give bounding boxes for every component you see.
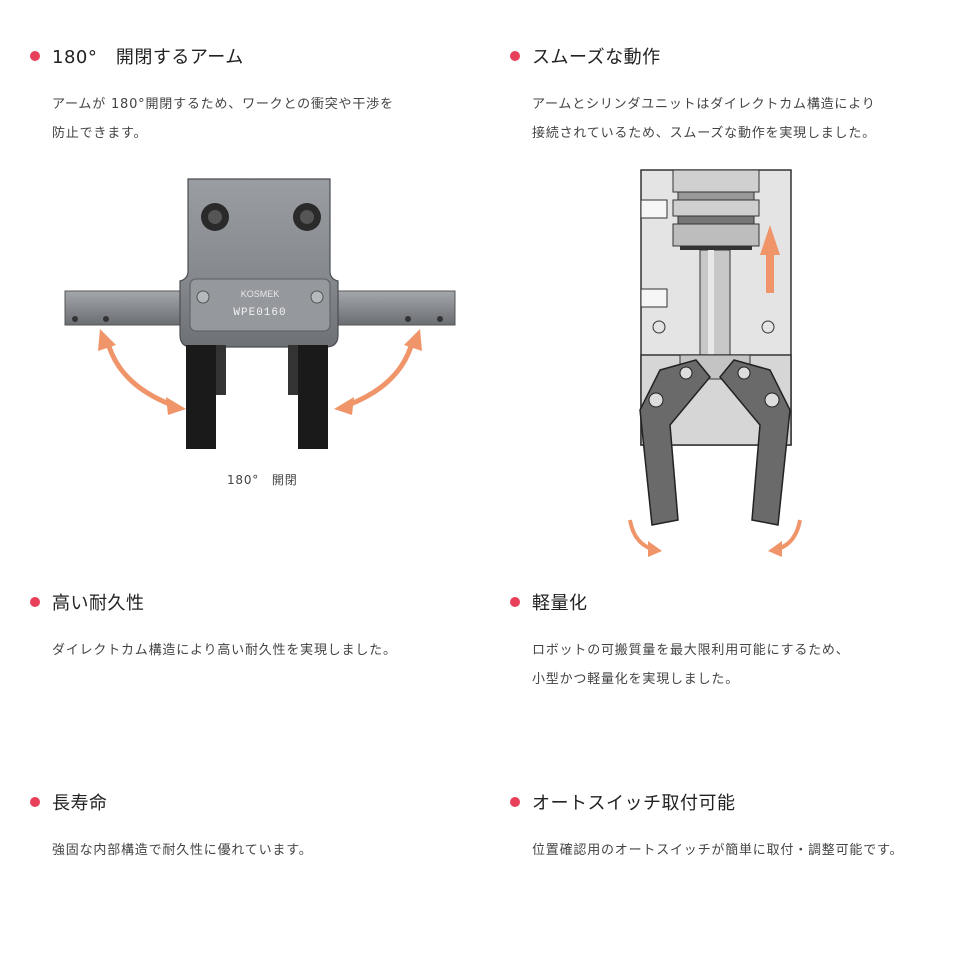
screw-icon — [652, 320, 666, 334]
feature-block: 180° 開閉するアーム アームが 180°開閉するため、ワークとの衝突や干渉を… — [0, 44, 440, 148]
hole-icon — [72, 316, 78, 322]
piston-ring — [672, 199, 760, 217]
bullet-dot-icon — [510, 597, 520, 607]
opening-arrow-right — [347, 342, 415, 408]
piston-ring — [672, 169, 760, 193]
feature-header: 長寿命 — [0, 790, 440, 814]
arm-gripper-illustration: KOSMEK WPE0160 — [64, 178, 456, 449]
description-line: 強固な内部構造で耐久性に優れています。 — [52, 843, 313, 858]
opening-arrow-left — [105, 342, 173, 408]
screw-icon — [310, 290, 324, 304]
cylinder-cam-illustration — [628, 169, 802, 557]
arrow-head-icon — [334, 397, 354, 415]
bullet-dot-icon — [510, 51, 520, 61]
hole-icon — [437, 316, 443, 322]
bolt-icon — [300, 210, 314, 224]
feature-header: スムーズな動作 — [480, 44, 920, 68]
arrow-head-icon — [166, 397, 186, 415]
feature-header: 180° 開閉するアーム — [0, 44, 440, 68]
feature-title: 180° 開閉するアーム — [52, 47, 244, 68]
bolt-icon — [208, 210, 222, 224]
description-line: 位置確認用のオートスイッチが簡単に取付・調整可能です。 — [532, 843, 904, 858]
pivot-icon — [648, 392, 664, 408]
piston-rod — [699, 249, 731, 356]
bullet-dot-icon — [30, 51, 40, 61]
feature-header: 軽量化 — [480, 590, 920, 614]
description-line: ダイレクトカム構造により高い耐久性を実現しました。 — [52, 643, 397, 658]
arrow-head-icon — [648, 541, 662, 557]
bullet-dot-icon — [30, 797, 40, 807]
upward-arrow-icon — [760, 225, 780, 293]
description-line: アームとシリンダユニットはダイレクトカム構造により — [532, 97, 876, 112]
hole-icon — [405, 316, 411, 322]
piston-ring — [680, 246, 752, 250]
piston-ring — [672, 223, 760, 247]
rod-highlight — [708, 250, 714, 355]
feature-description: ダイレクトカム構造により高い耐久性を実現しました。 — [52, 636, 440, 665]
description-line: アームが 180°開閉するため、ワークとの衝突や干渉を — [52, 97, 394, 112]
feature-description: アームとシリンダユニットはダイレクトカム構造により 接続されているため、スムーズ… — [532, 90, 920, 148]
screw-icon — [196, 290, 210, 304]
feature-title: スムーズな動作 — [532, 47, 661, 68]
model-label: WPE0160 — [233, 307, 286, 319]
pivot-icon — [737, 366, 751, 380]
brand-logo: KOSMEK — [241, 289, 280, 299]
left-jaw — [186, 345, 216, 449]
description-line: 小型かつ軽量化を実現しました。 — [532, 672, 740, 687]
piston-ring — [677, 215, 755, 225]
side-port — [640, 288, 668, 308]
bullet-dot-icon — [510, 797, 520, 807]
jaw-inner — [288, 345, 298, 395]
feature-description: アームが 180°開閉するため、ワークとの衝突や干渉を 防止できます。 — [52, 90, 440, 148]
bullet-dot-icon — [30, 597, 40, 607]
feature-title: 高い耐久性 — [52, 593, 145, 614]
description-line: 接続されているため、スムーズな動作を実現しました。 — [532, 126, 876, 141]
feature-block: 長寿命 強固な内部構造で耐久性に優れています。 — [0, 790, 440, 865]
arrow-head-icon — [768, 541, 782, 557]
piston-ring — [677, 191, 755, 201]
arrow-head-icon — [404, 329, 422, 351]
screw-icon — [761, 320, 775, 334]
feature-block: 高い耐久性 ダイレクトカム構造により高い耐久性を実現しました。 — [0, 590, 440, 665]
feature-title: 軽量化 — [532, 593, 588, 614]
feature-block: 軽量化 ロボットの可搬質量を最大限利用可能にするため、 小型かつ軽量化を実現しま… — [480, 590, 920, 694]
pivot-icon — [764, 392, 780, 408]
front-plate — [189, 278, 331, 332]
feature-header: オートスイッチ取付可能 — [480, 790, 920, 814]
description-line: ロボットの可搬質量を最大限利用可能にするため、 — [532, 643, 850, 658]
hole-icon — [103, 316, 109, 322]
right-jaw — [298, 345, 328, 449]
feature-description: 位置確認用のオートスイッチが簡単に取付・調整可能です。 — [532, 836, 920, 865]
feature-title: 長寿命 — [52, 793, 108, 814]
arrow-head-icon — [98, 329, 116, 351]
feature-title: オートスイッチ取付可能 — [532, 793, 736, 814]
feature-block: スムーズな動作 アームとシリンダユニットはダイレクトカム構造により 接続されてい… — [480, 44, 920, 148]
feature-block: オートスイッチ取付可能 位置確認用のオートスイッチが簡単に取付・調整可能です。 — [480, 790, 920, 865]
feature-description: ロボットの可搬質量を最大限利用可能にするため、 小型かつ軽量化を実現しました。 — [532, 636, 920, 694]
feature-header: 高い耐久性 — [0, 590, 440, 614]
pivot-icon — [679, 366, 693, 380]
jaw-inner — [216, 345, 226, 395]
description-line: 防止できます。 — [52, 126, 148, 141]
side-port — [640, 199, 668, 219]
feature-description: 強固な内部構造で耐久性に優れています。 — [52, 836, 440, 865]
figure-caption: 180° 開閉 — [227, 473, 298, 487]
